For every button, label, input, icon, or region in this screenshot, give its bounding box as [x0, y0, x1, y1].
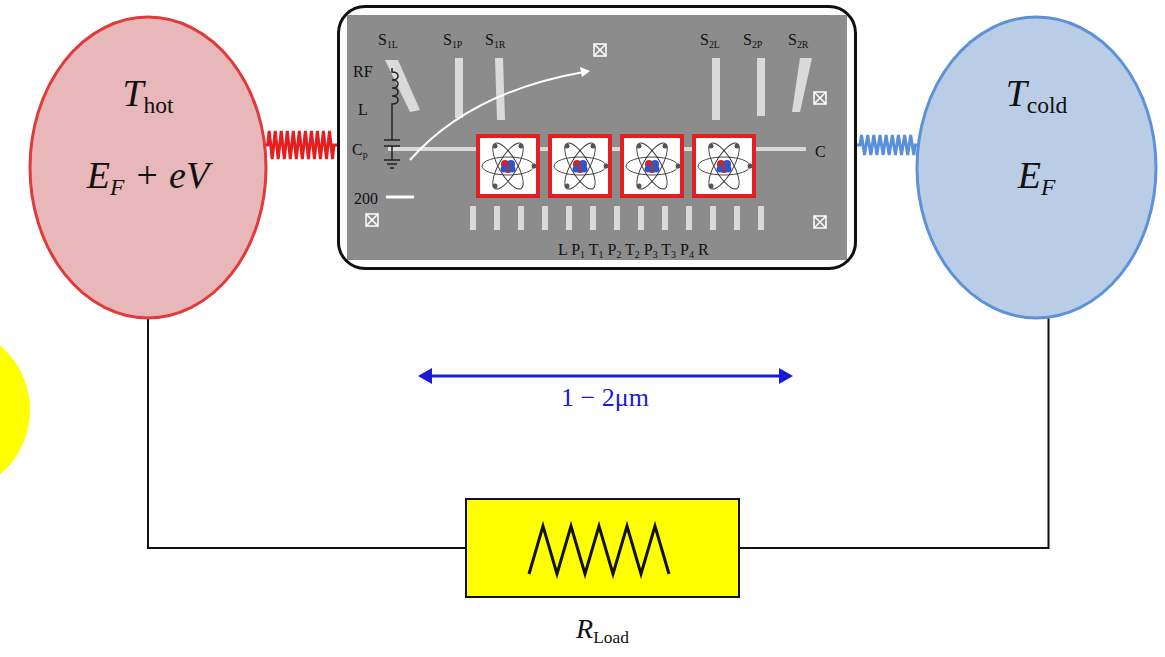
arrow-head: [418, 368, 432, 384]
dimension-line: [428, 375, 783, 378]
bottom-gates: [470, 206, 764, 230]
gate-label: S1R: [485, 31, 505, 49]
gate-label: C: [815, 143, 826, 161]
gate-label: S2L: [700, 31, 720, 49]
thermal-spring: [857, 135, 918, 155]
device-ground: [337, 5, 857, 270]
gate-strip: [792, 58, 812, 112]
temperature-label: Thot: [122, 73, 173, 115]
gate-label: S1P: [443, 31, 462, 49]
device-panel: S1L S1P S1R S2L S2P S2R RF L Cp 200 C L P1 T1 P2 T2…: [337, 5, 857, 270]
gate-label: 200: [354, 190, 378, 208]
reservoir-ellipse: [30, 17, 266, 318]
circuit-wire: [148, 318, 465, 548]
gate-label: L P1 T1 P2 T2 P3 T3 P4 R: [558, 241, 709, 259]
yellow-sun: [0, 325, 30, 495]
gate-label: S2R: [788, 31, 808, 49]
resistor-label: RLoad: [576, 614, 629, 645]
atom-icon: [478, 136, 538, 196]
cold-reservoir: TcoldEF: [915, 15, 1158, 320]
gate-strip: [757, 58, 765, 116]
energy-label: EF + eV: [87, 155, 209, 197]
ohmic-contact: [366, 44, 826, 228]
circuit-wire: [740, 317, 1049, 548]
resistor-symbol: [467, 500, 738, 596]
gate-strip: [455, 58, 463, 118]
gate-strip: [712, 58, 720, 120]
gate-strip: [385, 60, 420, 112]
dimension-label: 1 − 2μm: [558, 384, 652, 413]
atom-icon: [622, 136, 682, 196]
gate-label: RF: [353, 63, 373, 81]
sem-image: [347, 15, 847, 260]
load-resistor: RLoad: [465, 498, 740, 598]
gate-strip: [495, 58, 505, 120]
gate-label: L: [358, 101, 368, 119]
atom-icon: [550, 136, 610, 196]
gate-label: S1L: [378, 31, 398, 49]
atom-icon: [694, 136, 754, 196]
reservoir-ellipse: [917, 17, 1156, 318]
hot-reservoir: Thot EF + eV: [28, 15, 268, 320]
scale-bar: [386, 196, 414, 199]
energy-label: EF: [1018, 155, 1056, 197]
temperature-label: Tcold: [1006, 73, 1068, 115]
arrow-head: [779, 368, 793, 384]
gate-label: S2P: [743, 31, 762, 49]
arrow-head: [580, 67, 590, 77]
resistor-zigzag: [529, 526, 669, 574]
rf-circuit: [384, 68, 400, 168]
thermal-spring: [265, 131, 337, 159]
gate-label: Cp: [352, 141, 368, 159]
